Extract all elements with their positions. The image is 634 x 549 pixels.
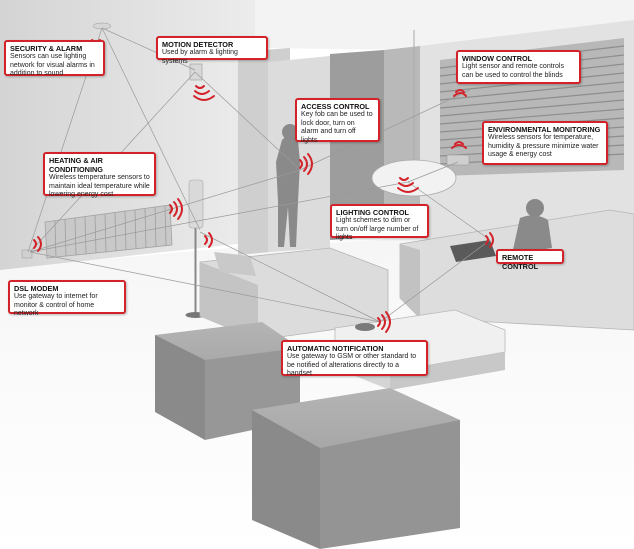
left-sofa-cushion (214, 252, 256, 276)
coffee-table-front (390, 352, 505, 390)
wave-environmental (451, 141, 467, 149)
seated-person-body (512, 215, 552, 254)
callout-remote-control: REMOTE CONTROL (496, 249, 564, 271)
callout-automatic-notification: AUTOMATIC NOTIFICATION Use gateway to GS… (281, 340, 428, 378)
wave-motion (193, 85, 215, 101)
wave-heating (169, 198, 183, 220)
callout-body: Sensors can use lighting network for vis… (10, 53, 95, 78)
callout-title: HEATING & AIR CONDITIONING (49, 156, 103, 174)
callout-title: AUTOMATIC NOTIFICATION (287, 344, 384, 353)
wave-window (453, 89, 467, 97)
callout-body: Light schemes to dim or turn on/off larg… (336, 217, 419, 242)
callout-security-alarm: SECURITY & ALARM Sensors can use lightin… (4, 40, 105, 78)
callout-window-control: WINDOW CONTROL Light sensor and remote c… (456, 50, 581, 84)
wave-lighting (397, 177, 419, 193)
floor-lamp-pole (194, 228, 197, 313)
callout-title: REMOTE CONTROL (502, 253, 539, 271)
seated-person-head (526, 199, 544, 217)
front-ottoman-front (320, 420, 460, 549)
person-head (282, 124, 298, 140)
dsl-modem-device (21, 249, 33, 259)
environmental-sensor-device (446, 154, 470, 166)
wave-remote (485, 232, 494, 248)
callout-access-control: ACCESS CONTROL Key fob can be used to lo… (295, 98, 380, 144)
callout-title: MOTION DETECTOR (162, 40, 234, 49)
callout-body: Use gateway to GSM or other standard to … (287, 353, 417, 378)
wall-column (330, 50, 384, 240)
callout-body: Wireless temperature sensors to maintain… (49, 174, 150, 199)
motion-detector-device (189, 63, 203, 81)
wave-access (299, 153, 313, 175)
floor-lamp-shade (188, 179, 204, 229)
callout-title: ACCESS CONTROL (301, 102, 370, 111)
signal-waves (33, 39, 494, 333)
left-ottoman-side (155, 335, 205, 440)
right-sofa-arm (400, 244, 420, 318)
callout-title: ENVIRONMENTAL MONITORING (488, 125, 601, 134)
callout-body: Wireless sensors for temperature, humidi… (488, 134, 599, 159)
wave-phone (377, 311, 391, 333)
callout-title: SECURITY & ALARM (10, 44, 83, 53)
phone-handset (355, 323, 375, 331)
standing-person (276, 136, 300, 247)
callout-dsl-modem: DSL MODEM Use gateway to internet for mo… (8, 280, 126, 317)
callout-body: Key fob can be used to lock door, turn o… (301, 111, 373, 144)
callout-title: DSL MODEM (14, 284, 59, 293)
callout-title: LIGHTING CONTROL (336, 208, 409, 217)
left-sofa-side (200, 262, 258, 340)
radiator-fins (54, 205, 167, 258)
callout-body: Used by alarm & lighting systems (162, 49, 238, 65)
pendant-lamp (371, 159, 457, 197)
wave-dsl (33, 236, 42, 252)
front-ottoman-side (252, 410, 320, 549)
callout-motion-detector: MOTION DETECTOR Used by alarm & lighting… (156, 36, 268, 65)
callout-heating-air-conditioning: HEATING & AIR CONDITIONING Wireless temp… (43, 152, 156, 198)
wave-lamp (204, 232, 213, 248)
callout-environmental-monitoring: ENVIRONMENTAL MONITORING Wireless sensor… (482, 121, 608, 165)
laptop (450, 240, 496, 262)
callout-lighting-control: LIGHTING CONTROL Light schemes to dim or… (330, 204, 429, 241)
callout-body: Light sensor and remote controls can be … (462, 63, 564, 79)
callout-title: WINDOW CONTROL (462, 54, 533, 63)
callout-body: Use gateway to internet for monitor & co… (14, 293, 98, 318)
